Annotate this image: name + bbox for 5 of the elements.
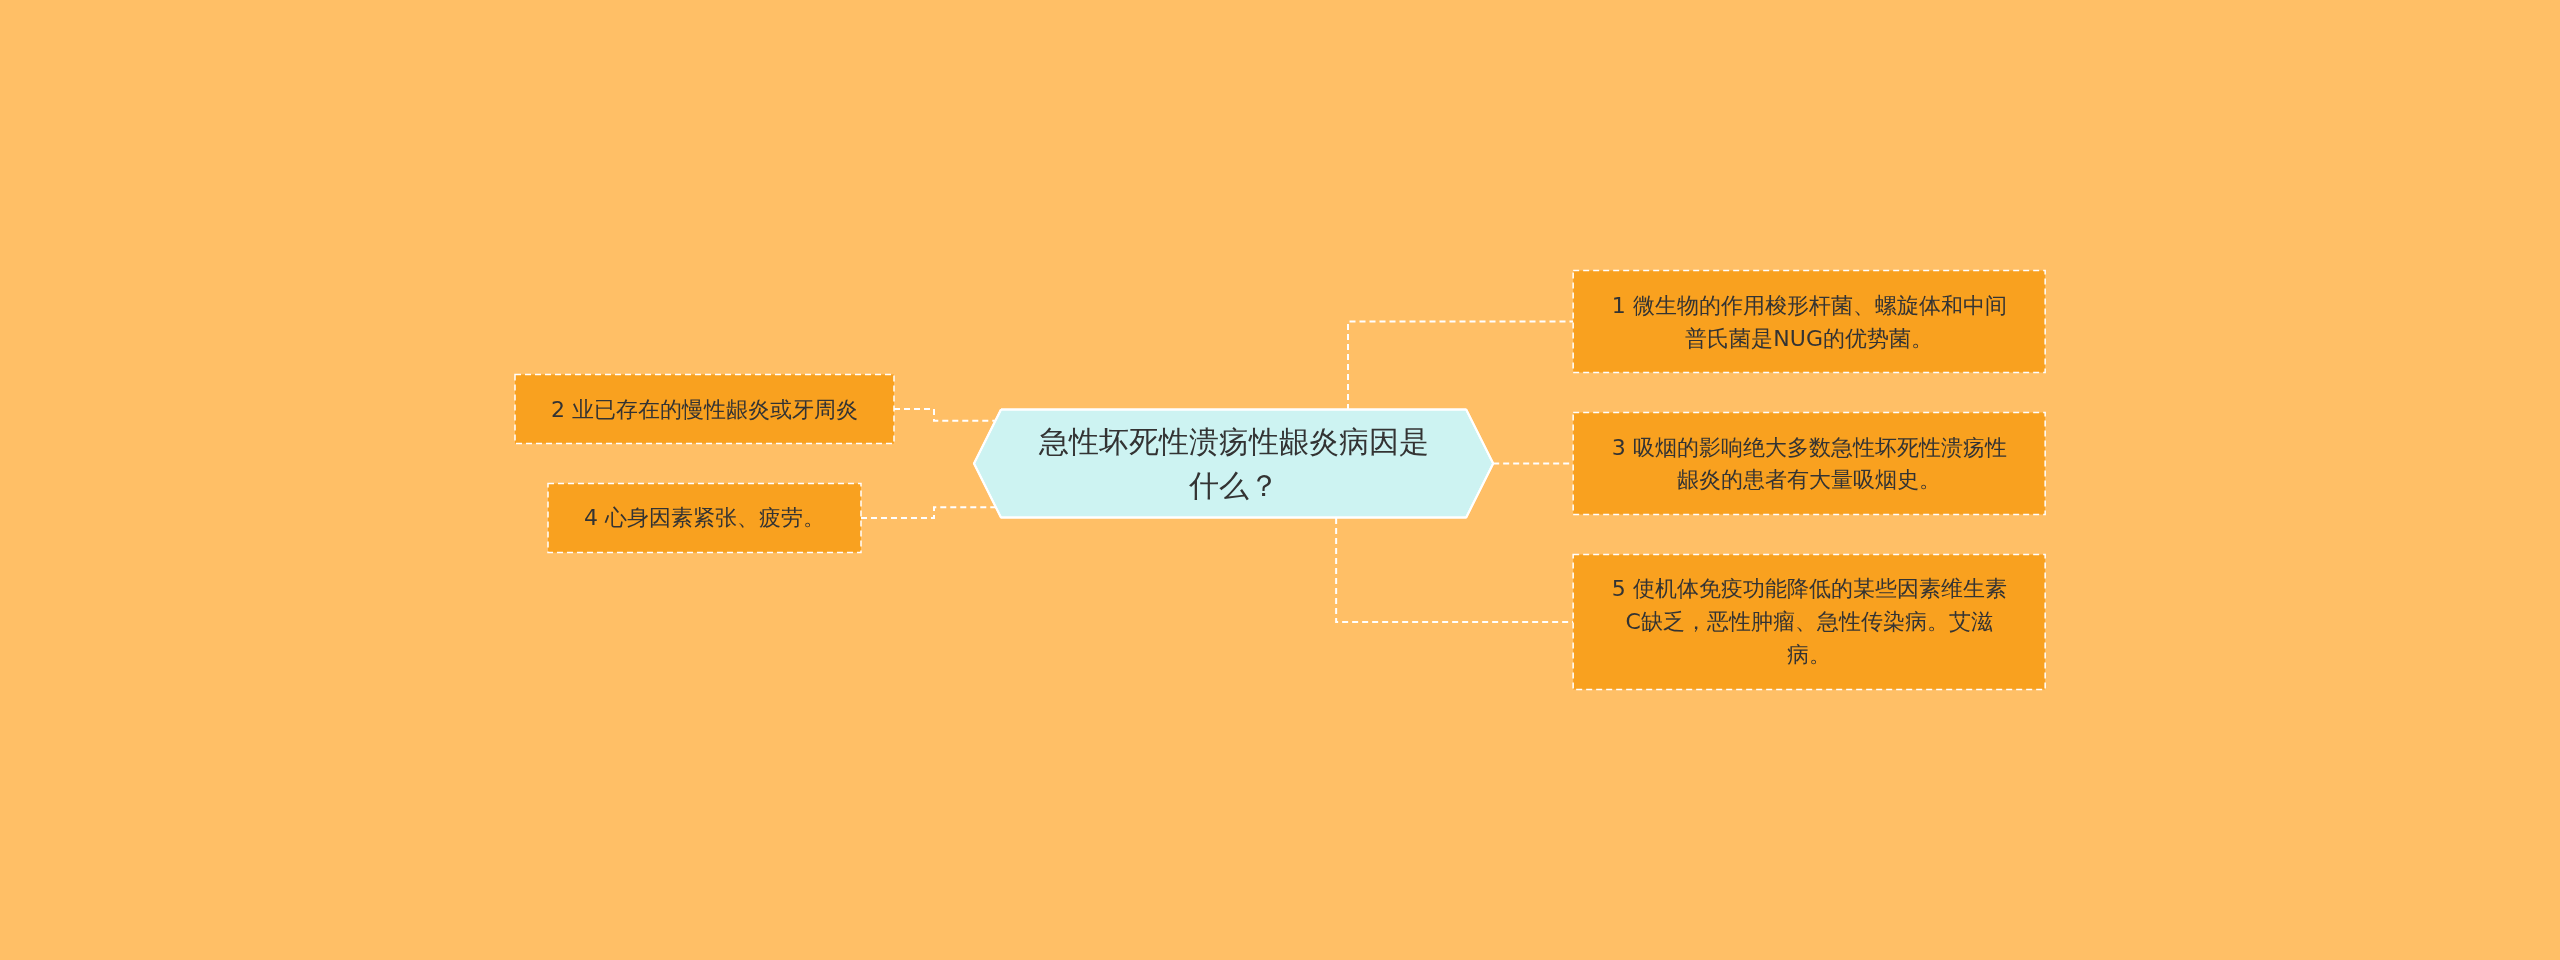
node-box: 2 业已存在的慢性龈炎或牙周炎 [514, 373, 895, 445]
node-box: 1 微生物的作用梭形杆菌、螺旋体和中间普氏菌是NUG的优势菌。 [1572, 269, 2046, 374]
node-box: 4 心身因素紧张、疲劳。 [547, 482, 862, 554]
node-box: 3 吸烟的影响绝大多数急性坏死性溃疡性龈炎的患者有大量吸烟史。 [1572, 411, 2046, 516]
node-box: 5 使机体免疫功能降低的某些因素维生素C缺乏，恶性肿瘤、急性传染病。艾滋病。 [1572, 553, 2046, 691]
